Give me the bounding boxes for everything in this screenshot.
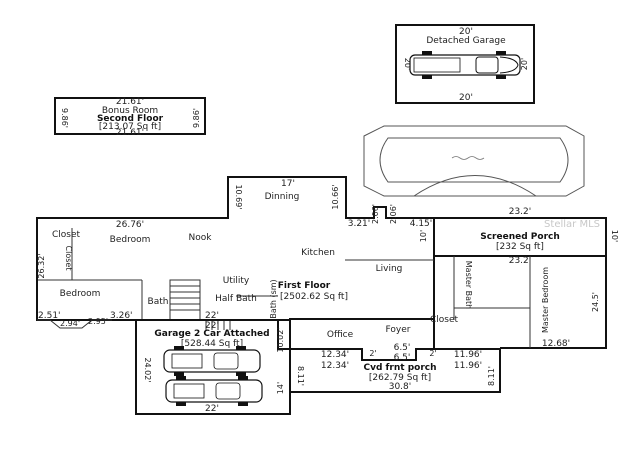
water-icon [451,156,485,160]
dim-2632: 26.32' [37,253,46,278]
detached-garage: 20' Detached Garage 20' 20' 20' [395,24,535,104]
dim-206a: 2.06' [371,204,380,224]
dim-2676: 26.76' [116,220,144,230]
dim-232-mid: 23.2' [509,256,532,266]
porch-dim-right2: 11.96' [454,361,482,371]
room-office: Office [327,330,354,340]
bonus-room-dim-bottom: 21.61' [116,128,144,138]
bonus-room: 21.61' Bonus Room Second Floor [213.07 S… [54,97,206,138]
dim-294: 2.94' [60,319,80,328]
dim-321: 3.21' [348,219,371,229]
stairs [169,279,236,330]
room-dinning: Dinning [265,192,300,202]
dim-22-inner: 22' [205,311,219,321]
porch-dim-811-right: 8.11' [487,366,496,386]
dim-206b: 2.06' [389,204,398,224]
porch-dim-top-right: 11.96' [454,350,482,360]
porch-dim-65-mid: 6.5' [394,353,411,363]
room-living: Living [376,264,403,274]
garage-dim-1002: 10.02' [276,327,285,352]
bonus-room-dim-left: 9.86' [60,108,69,128]
screened-porch-title: Screened Porch [480,232,560,242]
screened-porch-area: [232 Sq ft] [496,242,544,252]
dim-17: 17' [281,179,295,189]
porch-dim-2b: 2' [429,349,436,358]
garage-dim-left: 24.02' [143,357,152,382]
bonus-room-dim-top: 21.61' [116,97,144,107]
porch-labels: 12.34' 12.34' 6.5' 6.5' 2' 2' 11.96' 11.… [296,343,496,392]
detached-garage-dim-right: 20' [520,58,529,70]
pool [363,125,585,197]
dim-10-right: 10' [610,230,619,242]
room-closet-3: Closet [430,315,459,325]
detached-garage-title: Detached Garage [426,36,506,46]
porch-dim-2a: 2' [369,349,376,358]
dim-415: 4.15' [410,219,433,229]
room-master-bedroom: Master Bedroom [541,267,550,333]
room-foyer: Foyer [386,325,411,335]
room-nook: Nook [189,233,213,243]
car-icon [163,346,261,376]
room-bedroom-2: Bedroom [60,289,101,299]
garage-title: Garage 2 Car Attached [154,329,269,339]
dim-1268: 12.68' [542,339,570,349]
dim-1069: 10.69' [234,184,243,209]
dim-245: 24.5' [591,292,600,312]
car-icon [165,376,263,406]
porch-dim-top-left: 12.34' [321,350,349,360]
dim-326: 3.26' [110,311,133,321]
detached-garage-dim-left: 20' [403,58,412,70]
first-floor-area: [2502.62 Sq ft] [280,292,348,302]
garage-dim-bottom: 22' [205,404,219,414]
dim-295: 2.95' [88,317,108,326]
bonus-room-name: Bonus Room [102,106,158,116]
dim-232-top: 23.2' [509,207,532,217]
garage-area: [528.44 Sq ft] [181,339,243,349]
detached-garage-dim-bottom: 20' [459,93,473,103]
porch-title: Cvd frnt porch [363,363,436,373]
first-floor-labels: 17' Dinning 10.69' 10.66' 26.76' Closet … [37,179,600,349]
dim-1066: 10.66' [331,184,340,209]
garage-dim-14: 14' [276,382,285,394]
room-half-bath: Half Bath [215,294,257,304]
first-floor-title: First Floor [278,281,331,291]
room-bath: Bath [148,297,169,307]
porch-dim-811-left: 8.11' [296,366,305,386]
room-kitchen: Kitchen [301,248,335,258]
first-floor-outline [36,176,607,350]
porch-dim-308: 30.8' [389,382,412,392]
pickup-truck-icon [409,51,521,79]
room-closet-2: Closet [64,246,73,271]
watermark: Stellar MLS [544,219,600,230]
attached-garage: Garage 2 Car Attached [528.44 Sq ft] 22'… [135,319,291,415]
room-bath-sm: Bath (sm) [269,279,278,318]
covered-front-porch [289,348,501,393]
dim-251: 2.51' [38,311,61,321]
room-utility: Utility [223,276,250,286]
room-master-bath: Master Bath [464,261,473,309]
room-bedroom-1: Bedroom [110,235,151,245]
bonus-room-dim-right: 9.86' [192,108,201,128]
bonus-room-floor: Second Floor [97,114,164,124]
porch-area: [262.79 Sq ft] [369,373,431,383]
porch-dim-left2: 12.34' [321,361,349,371]
screened-porch: 23.2' Screened Porch [232 Sq ft] 23.2' 1… [480,207,619,266]
garage-dim-top: 22' [205,321,219,331]
detached-garage-dim-top: 20' [459,27,473,37]
porch-dim-65-top: 6.5' [394,343,411,353]
room-closet-1: Closet [52,230,81,240]
bonus-room-area: [213.07 Sq ft] [99,122,161,132]
dim-10: 10' [419,230,428,242]
